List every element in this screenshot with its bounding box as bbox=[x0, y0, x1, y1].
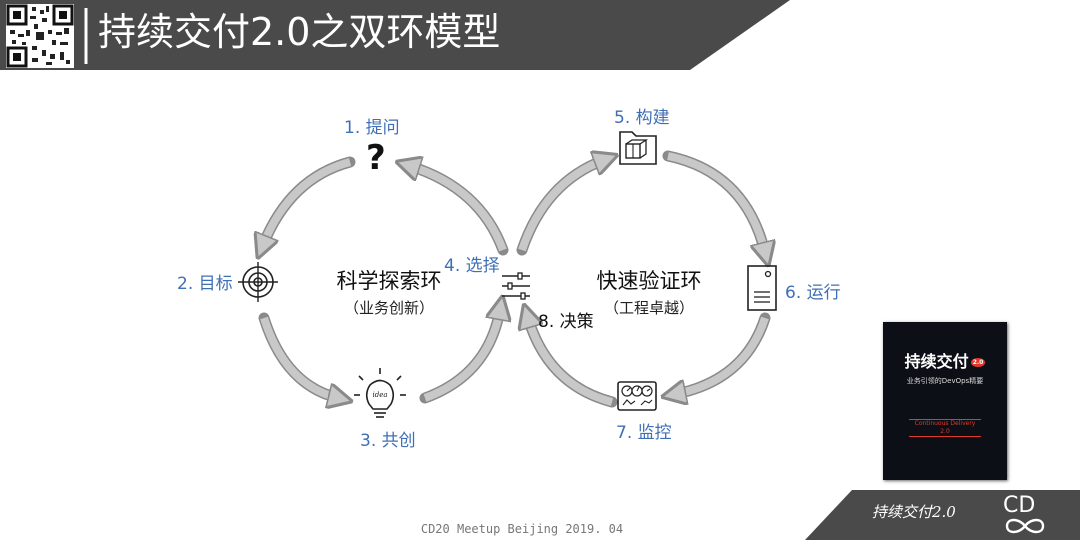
step-4-label: 4. 选择 bbox=[444, 256, 500, 276]
arrow-2-3-outline bbox=[258, 312, 344, 404]
right-ring-arrows bbox=[516, 150, 771, 408]
brand-text: 持续交付2.0 bbox=[872, 503, 956, 521]
question-icon: ? bbox=[366, 138, 386, 178]
brand-band bbox=[805, 490, 1080, 540]
cd-logo-icon bbox=[1005, 518, 1045, 534]
package-icon bbox=[619, 131, 657, 165]
arrow-2-3 bbox=[260, 316, 338, 398]
step-6-label: 6. 运行 bbox=[785, 283, 841, 303]
step-8-label: 8. 决策 bbox=[538, 312, 594, 332]
book-badge: 2.0 bbox=[970, 357, 986, 367]
target-icon bbox=[238, 262, 278, 302]
arrow-3-4-outline bbox=[419, 304, 506, 404]
arrow-4-5-outline bbox=[516, 154, 610, 256]
left-ring-sub: （业务创新） bbox=[343, 299, 434, 317]
sliders-icon bbox=[502, 272, 530, 300]
arrow-3-4 bbox=[423, 310, 500, 402]
arrow-6-7 bbox=[676, 316, 769, 394]
dashboard-icon bbox=[617, 381, 657, 411]
step-1-label: 1. 提问 bbox=[344, 118, 400, 138]
right-ring-name: 快速验证环 bbox=[596, 269, 702, 293]
arrow-5-6 bbox=[667, 152, 765, 252]
header-band bbox=[0, 0, 790, 70]
arrow-6-7-outline bbox=[670, 312, 771, 400]
step-5-label: 5. 构建 bbox=[614, 108, 670, 128]
right-ring-sub: （工程卓越） bbox=[603, 299, 694, 317]
book-title-text: 持续交付 bbox=[904, 352, 969, 371]
server-icon bbox=[747, 265, 777, 311]
lightbulb-icon: idea bbox=[354, 368, 406, 418]
arrow-1-2 bbox=[263, 158, 352, 245]
qr-code-icon bbox=[6, 4, 74, 68]
arrow-4-5 bbox=[518, 160, 604, 252]
step-3-label: 3. 共创 bbox=[360, 431, 416, 451]
book-subtitle: 业务引领的DevOps精要 bbox=[906, 377, 984, 385]
step-2-label: 2. 目标 bbox=[177, 274, 233, 294]
page-title: 持续交付2.0之双环模型 bbox=[98, 10, 501, 54]
arrow-7-8 bbox=[528, 318, 614, 406]
book-english-title: Continuous Delivery 2.0 bbox=[909, 419, 981, 437]
footer-event: CD20 Meetup Beijing 2019. 04 bbox=[420, 522, 624, 536]
cd-logo-text: CD bbox=[1003, 493, 1036, 518]
arrow-1-2-outline bbox=[257, 156, 356, 251]
lightbulb-text: idea bbox=[372, 391, 387, 399]
step-7-label: 7. 监控 bbox=[616, 423, 672, 443]
left-ring-arrows bbox=[263, 162, 503, 398]
arrow-4-1 bbox=[410, 166, 507, 252]
arrow-5-6-outline bbox=[662, 150, 771, 258]
arrow-4-1-outline bbox=[404, 160, 509, 256]
left-ring-name: 科学探索环 bbox=[336, 269, 442, 293]
